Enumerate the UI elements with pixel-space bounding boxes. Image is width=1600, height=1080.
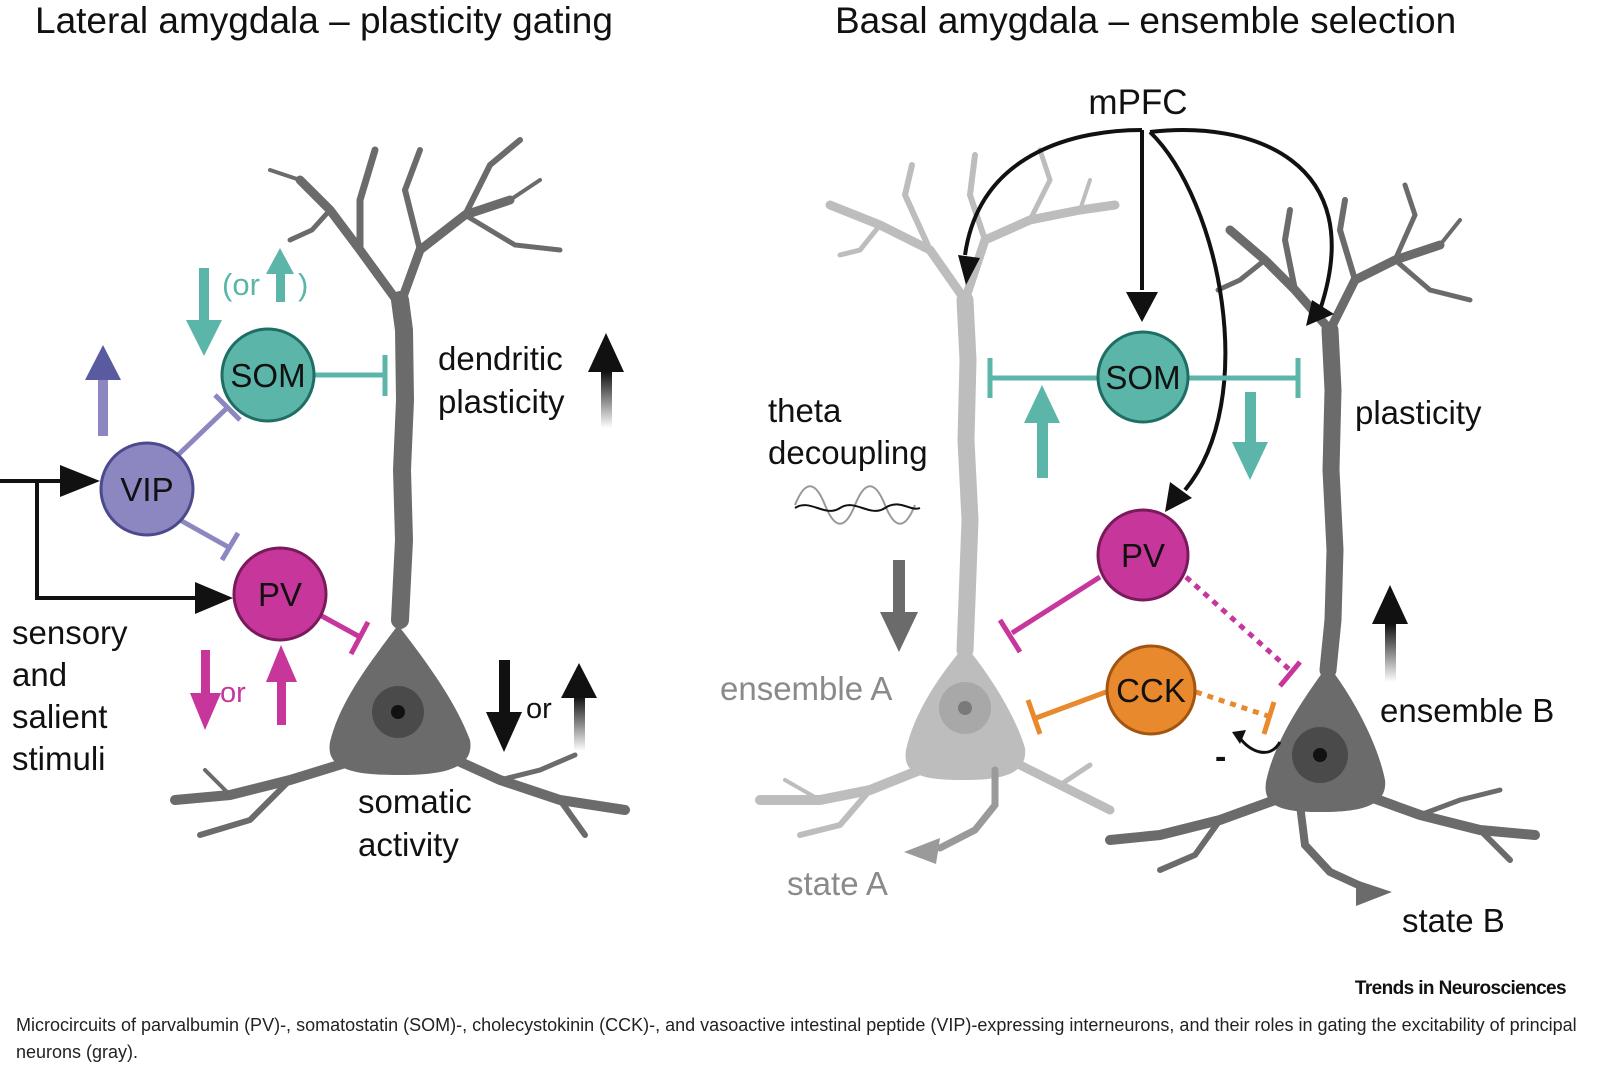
left-pv-label: PV [258, 576, 302, 613]
left-principal-neuron [170, 137, 630, 838]
dendritic-label-line2: plasticity [438, 383, 565, 420]
right-pv-label: PV [1121, 537, 1165, 574]
left-panel-title: Lateral amygdala – plasticity gating [35, 0, 613, 41]
left-som-neuron [220, 327, 316, 423]
dendritic-up-arrow [588, 333, 624, 428]
left-vip-neuron [99, 441, 195, 537]
ensemble-b-up-arrow [1372, 585, 1408, 682]
somatic-up-arrow [561, 663, 597, 751]
cck-label: CCK [1116, 672, 1186, 709]
theta-label-line1: theta [768, 392, 842, 429]
ensemble-b-label: ensemble B [1380, 692, 1554, 729]
left-vip-connections [0, 393, 242, 600]
somatic-or-text: or [526, 693, 552, 725]
right-panel-title: Basal amygdala – ensemble selection [835, 0, 1456, 41]
somatic-label-line2: activity [358, 826, 459, 863]
vip-up-arrow [85, 345, 121, 436]
theta-down-arrow [880, 560, 918, 652]
journal-credit: Trends in Neurosciences [1354, 978, 1567, 999]
somatic-label-line1: somatic [358, 783, 472, 820]
figure-caption: Microcircuits of parvalbumin (PV)-, soma… [16, 1015, 1577, 1062]
left-som-inhibition [312, 355, 388, 396]
ensemble-a-soma [904, 645, 1026, 864]
right-som-label: SOM [1105, 359, 1180, 396]
stimuli-label-line2: and [12, 656, 67, 693]
stimuli-label-line4: stimuli [12, 740, 106, 777]
mpfc-to-ensemble-b-synapse [1306, 300, 1334, 326]
left-som-label: SOM [230, 357, 305, 394]
som-down-arrow-ensemble-b [1232, 392, 1268, 480]
somatic-down-arrow [486, 660, 522, 752]
left-soma [329, 625, 471, 775]
mpfc-label: mPFC [1088, 83, 1187, 122]
state-a-label: state A [787, 865, 888, 902]
som-down-arrow [186, 268, 222, 356]
pv-down-arrow [190, 650, 221, 730]
theta-wave-icon [794, 485, 921, 525]
pv-up-arrow [266, 645, 297, 725]
cck-neuron [1105, 644, 1197, 736]
mpfc-projections [963, 128, 1334, 492]
som-or-text: (or [222, 267, 260, 302]
stimuli-label-line1: sensory [12, 614, 128, 651]
left-pv-neuron [232, 546, 328, 642]
plasticity-label: plasticity [1355, 394, 1482, 431]
left-vip-label: VIP [120, 471, 173, 508]
pv-or-text: or [220, 677, 246, 709]
right-som-inhibition [987, 358, 1301, 398]
cck-inhibition [1025, 689, 1277, 735]
theta-label-line2: decoupling [768, 434, 928, 471]
state-b-label: state B [1402, 902, 1505, 939]
stimuli-label-line3: salient [12, 698, 107, 735]
pv-excitatory-synapse [195, 582, 233, 614]
ensemble-b-soma [1265, 665, 1392, 906]
mpfc-to-pv-synapse [1165, 482, 1192, 512]
vip-excitatory-synapse [60, 465, 100, 497]
right-som-neuron [1096, 330, 1190, 424]
som-up-arrow-ensemble-a [1024, 385, 1060, 478]
left-pv-inhibition [318, 612, 371, 656]
cck-feedback-curve [1232, 730, 1282, 754]
right-pv-inhibition [997, 574, 1302, 688]
mpfc-to-som-synapse [1126, 292, 1158, 322]
minus-sign: - [1215, 738, 1226, 776]
som-up-arrow-optional [266, 248, 294, 302]
ensemble-a-label: ensemble A [720, 670, 892, 707]
right-pv-neuron [1096, 508, 1190, 602]
mpfc-to-ensemble-a-synapse [958, 255, 980, 285]
dendritic-label-line1: dendritic [438, 340, 563, 377]
som-close-paren: ) [298, 267, 308, 302]
